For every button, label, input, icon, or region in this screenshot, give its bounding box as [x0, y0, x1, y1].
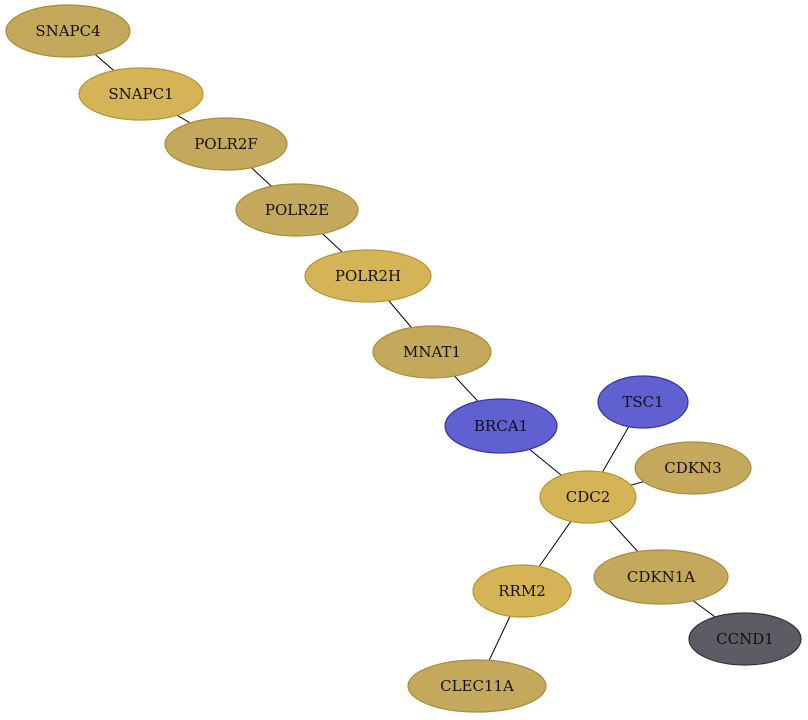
node-label: MNAT1 [403, 343, 461, 361]
node-label: CCND1 [716, 630, 774, 648]
node-ellipse[interactable] [472, 564, 572, 618]
node-ellipse[interactable] [688, 612, 802, 666]
node-ellipse[interactable] [539, 470, 637, 524]
node-label: POLR2E [265, 201, 329, 219]
node-ellipse[interactable] [5, 4, 131, 58]
node-ellipse[interactable] [407, 659, 547, 713]
node-label: TSC1 [622, 393, 663, 411]
node-cdkn1a[interactable]: CDKN1A [593, 549, 729, 605]
node-mnat1[interactable]: MNAT1 [372, 325, 492, 379]
node-ellipse[interactable] [593, 549, 729, 605]
node-polr2h[interactable]: POLR2H [304, 249, 432, 303]
node-clec11a[interactable]: CLEC11A [407, 659, 547, 713]
node-ccnd1[interactable]: CCND1 [688, 612, 802, 666]
node-snapc4[interactable]: SNAPC4 [5, 4, 131, 58]
node-polr2f[interactable]: POLR2F [164, 117, 288, 171]
node-ellipse[interactable] [372, 325, 492, 379]
node-label: POLR2F [194, 135, 258, 153]
node-label: BRCA1 [474, 417, 528, 435]
node-rrm2[interactable]: RRM2 [472, 564, 572, 618]
node-cdkn3[interactable]: CDKN3 [634, 441, 752, 495]
node-label: CDKN1A [627, 568, 695, 586]
node-ellipse[interactable] [235, 183, 359, 237]
node-ellipse[interactable] [304, 249, 432, 303]
node-ellipse[interactable] [78, 67, 204, 121]
node-ellipse[interactable] [444, 398, 558, 454]
node-label: RRM2 [498, 582, 546, 600]
node-label: POLR2H [335, 267, 401, 285]
node-cdc2[interactable]: CDC2 [539, 470, 637, 524]
node-brca1[interactable]: BRCA1 [444, 398, 558, 454]
node-ellipse[interactable] [597, 375, 689, 429]
node-label: CLEC11A [440, 677, 514, 695]
node-label: CDC2 [566, 488, 611, 506]
node-snapc1[interactable]: SNAPC1 [78, 67, 204, 121]
node-label: CDKN3 [664, 459, 721, 477]
node-ellipse[interactable] [164, 117, 288, 171]
node-polr2e[interactable]: POLR2E [235, 183, 359, 237]
node-ellipse[interactable] [634, 441, 752, 495]
node-label: SNAPC1 [108, 85, 173, 103]
node-label: SNAPC4 [35, 22, 100, 40]
node-tsc1[interactable]: TSC1 [597, 375, 689, 429]
